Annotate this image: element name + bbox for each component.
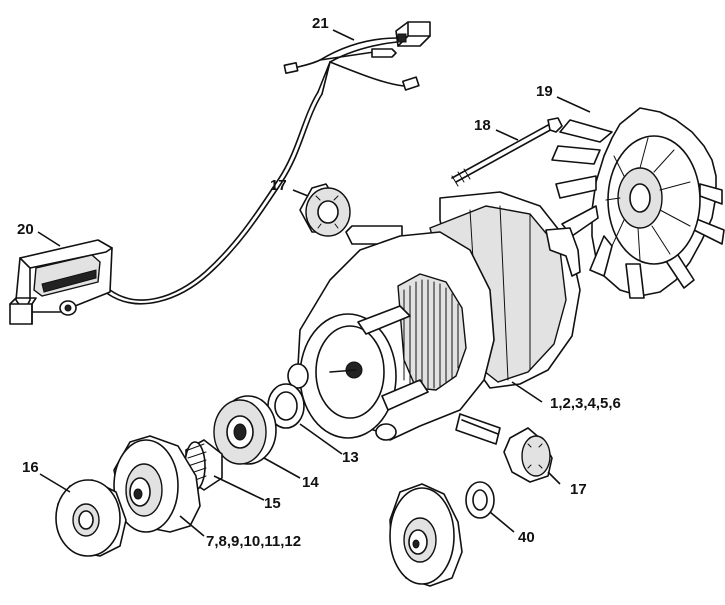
part-16-pulley [55, 479, 127, 557]
callout-7-12: 7,8,9,10,11,12 [206, 533, 301, 550]
part-7-12-clutch-drum [113, 435, 201, 533]
callout-14: 14 [302, 474, 319, 491]
part-13-washer [267, 383, 305, 429]
callout-labels: 21 19 18 17 20 1,2,3,4,5,6 13 14 15 16 7… [17, 15, 621, 550]
callout-13: 13 [342, 449, 359, 466]
part-18-through-bolt [451, 117, 563, 187]
callout-19: 19 [536, 83, 553, 100]
callout-1-6: 1,2,3,4,5,6 [550, 395, 621, 412]
callout-17-upper: 17 [270, 177, 287, 194]
callout-20: 20 [17, 221, 34, 238]
callout-15: 15 [264, 495, 281, 512]
part-20-switch-box [9, 239, 113, 325]
part-lower-clutch-drum [389, 483, 463, 587]
callout-16: 16 [22, 459, 39, 476]
part-40-washer [465, 481, 495, 519]
part-21-wiring-harness [107, 21, 431, 305]
callout-21: 21 [312, 15, 329, 32]
part-19-cooling-fan [551, 107, 725, 299]
callout-leader-lines [37, 29, 591, 537]
part-17-lower-bearing-sleeve [503, 427, 553, 483]
part-17-upper-bearing-sleeve [299, 183, 351, 237]
callout-40: 40 [518, 529, 535, 546]
callout-18: 18 [474, 117, 491, 134]
callout-17-lower: 17 [570, 481, 587, 498]
part-1-6-motor-housing [287, 191, 581, 445]
part-14-ball-bearing [213, 395, 277, 465]
